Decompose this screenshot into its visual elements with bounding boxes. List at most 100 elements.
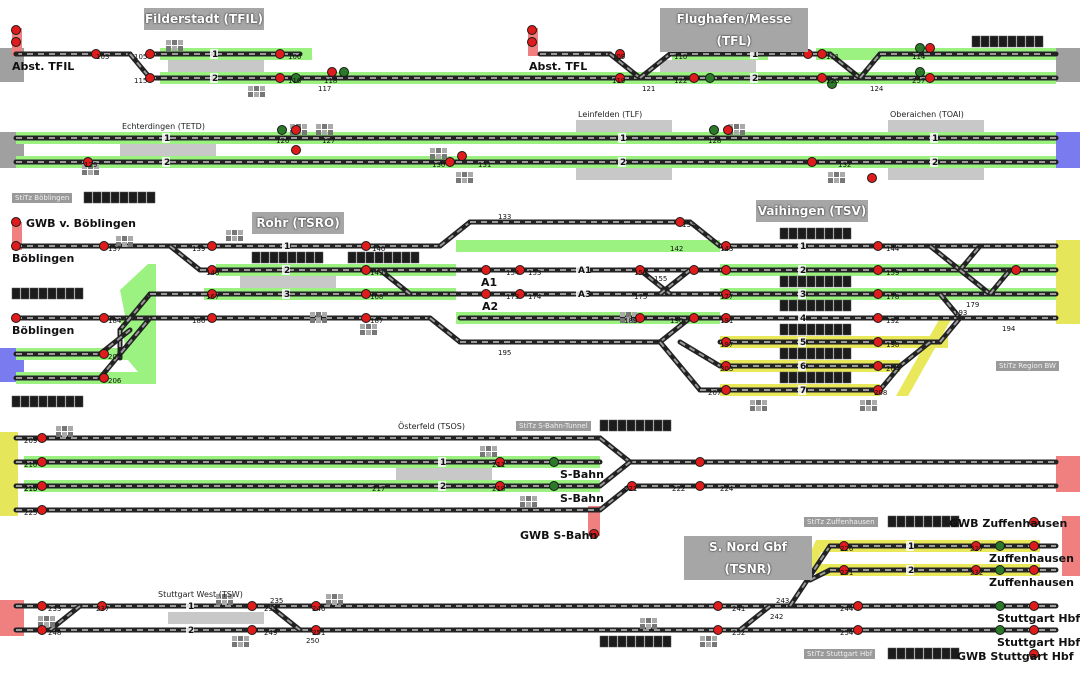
signal-lamp-86[interactable] xyxy=(589,529,599,539)
stitz-boeblingen[interactable]: StiTz Böblingen xyxy=(12,193,73,203)
signal-lamp-84[interactable] xyxy=(695,457,705,467)
signal-lamp-59[interactable] xyxy=(11,313,21,323)
signal-lamp-13[interactable] xyxy=(615,73,625,83)
signal-lamp-87[interactable] xyxy=(37,601,47,611)
signal-lamp-81[interactable] xyxy=(549,457,559,467)
signal-lamp-79[interactable] xyxy=(495,457,505,467)
signal-lamp-109[interactable] xyxy=(1029,649,1039,659)
signal-lamp-26[interactable] xyxy=(277,125,287,135)
signal-lamp-77[interactable] xyxy=(37,481,47,491)
signal-lamp-30[interactable] xyxy=(445,157,455,167)
signal-lamp-70[interactable] xyxy=(873,361,883,371)
signal-lamp-108[interactable] xyxy=(1029,625,1039,635)
signal-lamp-1[interactable] xyxy=(11,37,21,47)
signal-lamp-53[interactable] xyxy=(207,289,217,299)
signal-lamp-103[interactable] xyxy=(995,565,1005,575)
signal-lamp-12[interactable] xyxy=(615,49,625,59)
signal-lamp-76[interactable] xyxy=(37,457,47,467)
signal-lamp-0[interactable] xyxy=(11,25,21,35)
signal-lamp-57[interactable] xyxy=(721,289,731,299)
signal-lamp-85[interactable] xyxy=(695,481,705,491)
signal-lamp-82[interactable] xyxy=(549,481,559,491)
signal-lamp-107[interactable] xyxy=(1029,601,1039,611)
signal-lamp-65[interactable] xyxy=(721,313,731,323)
signal-lamp-75[interactable] xyxy=(37,433,47,443)
signal-lamp-88[interactable] xyxy=(37,625,47,635)
signal-lamp-94[interactable] xyxy=(713,601,723,611)
signal-lamp-27[interactable] xyxy=(291,125,301,135)
signal-lamp-102[interactable] xyxy=(995,541,1005,551)
signal-lamp-23[interactable] xyxy=(925,43,935,53)
signal-lamp-39[interactable] xyxy=(207,241,217,251)
signal-lamp-43[interactable] xyxy=(873,241,883,251)
signal-lamp-24[interactable] xyxy=(925,73,935,83)
signal-lamp-22[interactable] xyxy=(915,43,925,53)
signal-lamp-17[interactable] xyxy=(705,73,715,83)
signal-lamp-16[interactable] xyxy=(689,73,699,83)
signal-lamp-25[interactable] xyxy=(915,67,925,77)
signal-lamp-90[interactable] xyxy=(247,601,257,611)
signal-lamp-66[interactable] xyxy=(873,313,883,323)
signal-lamp-105[interactable] xyxy=(1029,541,1039,551)
signal-lamp-99[interactable] xyxy=(839,565,849,575)
signal-lamp-32[interactable] xyxy=(709,125,719,135)
signal-lamp-72[interactable] xyxy=(873,385,883,395)
signal-lamp-71[interactable] xyxy=(721,385,731,395)
signal-lamp-33[interactable] xyxy=(723,125,733,135)
stitz-stuttgart-hbf[interactable]: StiTz Stuttgart Hbf xyxy=(804,649,876,659)
signal-lamp-45[interactable] xyxy=(361,265,371,275)
signal-lamp-60[interactable] xyxy=(99,313,109,323)
signal-lamp-52[interactable] xyxy=(1011,265,1021,275)
signal-lamp-37[interactable] xyxy=(11,241,21,251)
signal-lamp-63[interactable] xyxy=(635,313,645,323)
signal-lamp-61[interactable] xyxy=(207,313,217,323)
signal-lamp-67[interactable] xyxy=(721,337,731,347)
signal-lamp-21[interactable] xyxy=(827,79,837,89)
signal-lamp-74[interactable] xyxy=(99,373,109,383)
signal-lamp-49[interactable] xyxy=(689,265,699,275)
signal-lamp-78[interactable] xyxy=(37,505,47,515)
signal-lamp-58[interactable] xyxy=(873,289,883,299)
signal-lamp-10[interactable] xyxy=(327,67,337,77)
signal-lamp-89[interactable] xyxy=(97,601,107,611)
signal-lamp-35[interactable] xyxy=(867,173,877,183)
signal-lamp-68[interactable] xyxy=(873,337,883,347)
signal-lamp-111[interactable] xyxy=(995,625,1005,635)
stitz-sbahn-tunnel[interactable]: StiTz S-Bahn-Tunnel xyxy=(516,421,591,431)
signal-lamp-80[interactable] xyxy=(495,481,505,491)
signal-lamp-97[interactable] xyxy=(853,625,863,635)
signal-lamp-20[interactable] xyxy=(817,73,827,83)
signal-lamp-46[interactable] xyxy=(481,265,491,275)
signal-lamp-6[interactable] xyxy=(145,73,155,83)
signal-lamp-38[interactable] xyxy=(99,241,109,251)
signal-lamp-50[interactable] xyxy=(721,265,731,275)
signal-lamp-91[interactable] xyxy=(247,625,257,635)
signal-lamp-93[interactable] xyxy=(311,625,321,635)
signal-lamp-5[interactable] xyxy=(145,49,155,59)
signal-lamp-4[interactable] xyxy=(91,49,101,59)
signal-lamp-31[interactable] xyxy=(457,151,467,161)
signal-lamp-95[interactable] xyxy=(713,625,723,635)
signal-lamp-54[interactable] xyxy=(361,289,371,299)
signal-lamp-7[interactable] xyxy=(275,49,285,59)
signal-lamp-56[interactable] xyxy=(515,289,525,299)
stitz-zuffenhausen[interactable]: StiTz Zuffenhausen xyxy=(804,517,878,527)
signal-lamp-48[interactable] xyxy=(635,265,645,275)
signal-lamp-34[interactable] xyxy=(807,157,817,167)
signal-lamp-106[interactable] xyxy=(1029,565,1039,575)
signal-lamp-92[interactable] xyxy=(311,601,321,611)
signal-lamp-47[interactable] xyxy=(515,265,525,275)
signal-lamp-104[interactable] xyxy=(1029,517,1039,527)
signal-lamp-51[interactable] xyxy=(873,265,883,275)
signal-lamp-9[interactable] xyxy=(291,73,301,83)
signal-lamp-3[interactable] xyxy=(527,37,537,47)
signal-lamp-41[interactable] xyxy=(675,217,685,227)
stitz-region-bw[interactable]: StiTz Region BW xyxy=(996,361,1059,371)
signal-lamp-55[interactable] xyxy=(481,289,491,299)
signal-lamp-110[interactable] xyxy=(995,601,1005,611)
signal-lamp-44[interactable] xyxy=(207,265,217,275)
signal-lamp-64[interactable] xyxy=(689,313,699,323)
signal-lamp-40[interactable] xyxy=(361,241,371,251)
signal-lamp-98[interactable] xyxy=(839,541,849,551)
signal-lamp-100[interactable] xyxy=(971,541,981,551)
